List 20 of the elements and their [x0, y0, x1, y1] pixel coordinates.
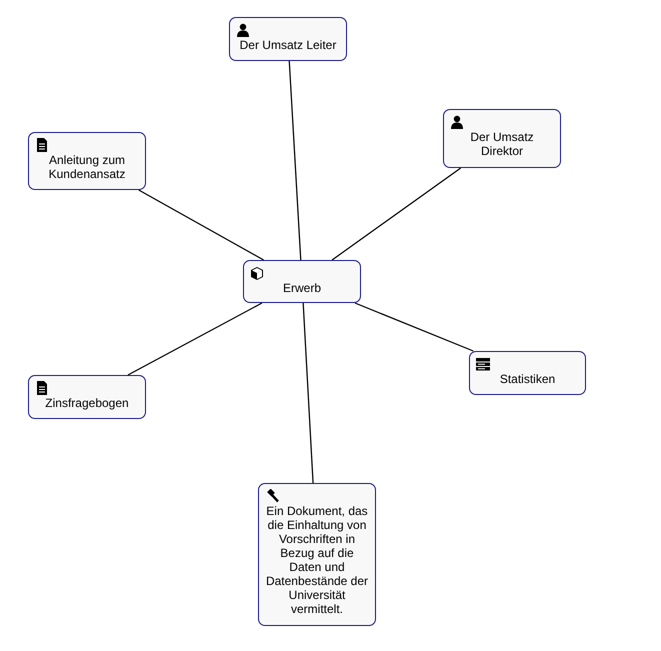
node-label: Zinsfragebogen	[45, 396, 129, 410]
connector-line	[288, 60, 302, 260]
node-box	[28, 132, 146, 190]
connector-line	[332, 168, 462, 260]
node-label: Erwerb	[282, 281, 321, 295]
connector-line	[302, 302, 314, 484]
node-label: Der Umsatz Direktor	[469, 130, 535, 158]
node-box	[28, 375, 146, 419]
connector-line	[138, 189, 264, 261]
node-box	[469, 351, 586, 395]
node-box	[443, 109, 561, 168]
node-box	[229, 17, 347, 61]
node-label: Ein Dokument, das die Einhaltung von Vorschriften in Bezug auf die Daten und Datenbestände der Universität vermittelt.	[265, 504, 369, 616]
connector-line	[354, 302, 474, 352]
node-label: Der Umsatz Leiter	[240, 38, 336, 52]
node-label: Anleitung zum Kundenansatz	[48, 153, 126, 181]
node-box	[243, 260, 361, 303]
node-label: Statistiken	[500, 372, 556, 386]
connector-line	[128, 302, 262, 376]
node-box	[258, 483, 376, 626]
